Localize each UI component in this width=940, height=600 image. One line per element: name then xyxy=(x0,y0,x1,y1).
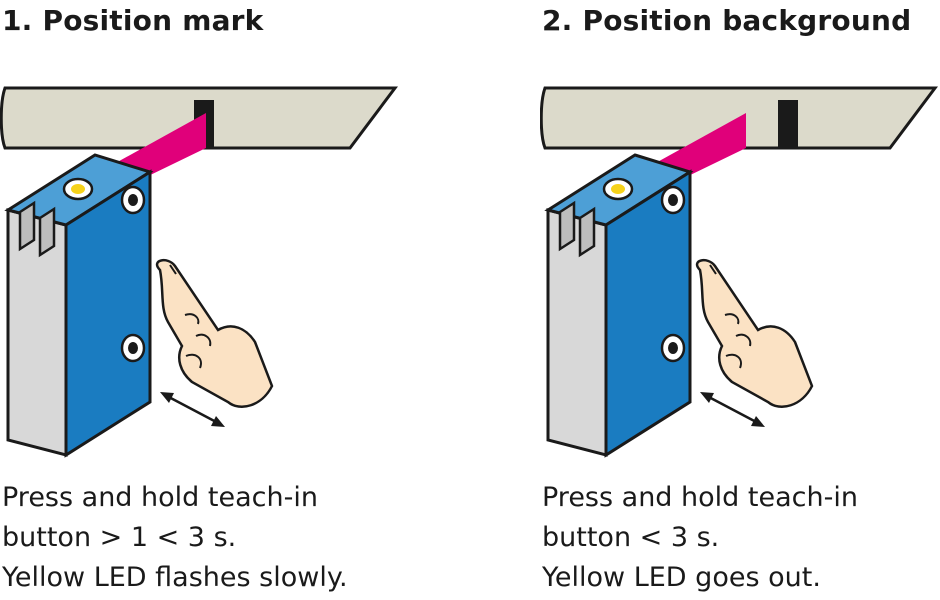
instruction-line: button < 3 s. xyxy=(542,522,720,553)
step-2-panel: 2. Position background Press and hold te… xyxy=(540,0,940,600)
instruction-line: Press and hold teach-in xyxy=(542,482,858,513)
step-1-title: 1. Position mark xyxy=(2,4,264,37)
instruction-line: Yellow LED flashes slowly. xyxy=(2,562,348,593)
print-mark xyxy=(778,100,798,148)
step-1-instructions: Press and hold teach-in button > 1 < 3 s… xyxy=(2,478,348,598)
step-2-title: 2. Position background xyxy=(542,4,912,37)
step-2-illustration xyxy=(540,86,938,457)
light-beam xyxy=(112,113,206,180)
double-arrow-icon xyxy=(698,390,767,429)
sensor-icon xyxy=(546,153,692,457)
light-beam xyxy=(652,113,746,180)
double-arrow-icon xyxy=(158,390,227,429)
step-2-instructions: Press and hold teach-in button < 3 s. Ye… xyxy=(542,478,858,598)
step-1-panel: 1. Position mark Press and hold teach-in… xyxy=(0,4,398,598)
step-1-illustration xyxy=(0,86,398,457)
instruction-line: button > 1 < 3 s. xyxy=(2,522,237,553)
hand-pointer-icon xyxy=(695,258,814,409)
instruction-line: Yellow LED goes out. xyxy=(542,562,821,593)
instruction-line: Press and hold teach-in xyxy=(2,482,318,513)
sensor-icon xyxy=(6,153,152,457)
hand-pointer-icon xyxy=(155,258,274,409)
